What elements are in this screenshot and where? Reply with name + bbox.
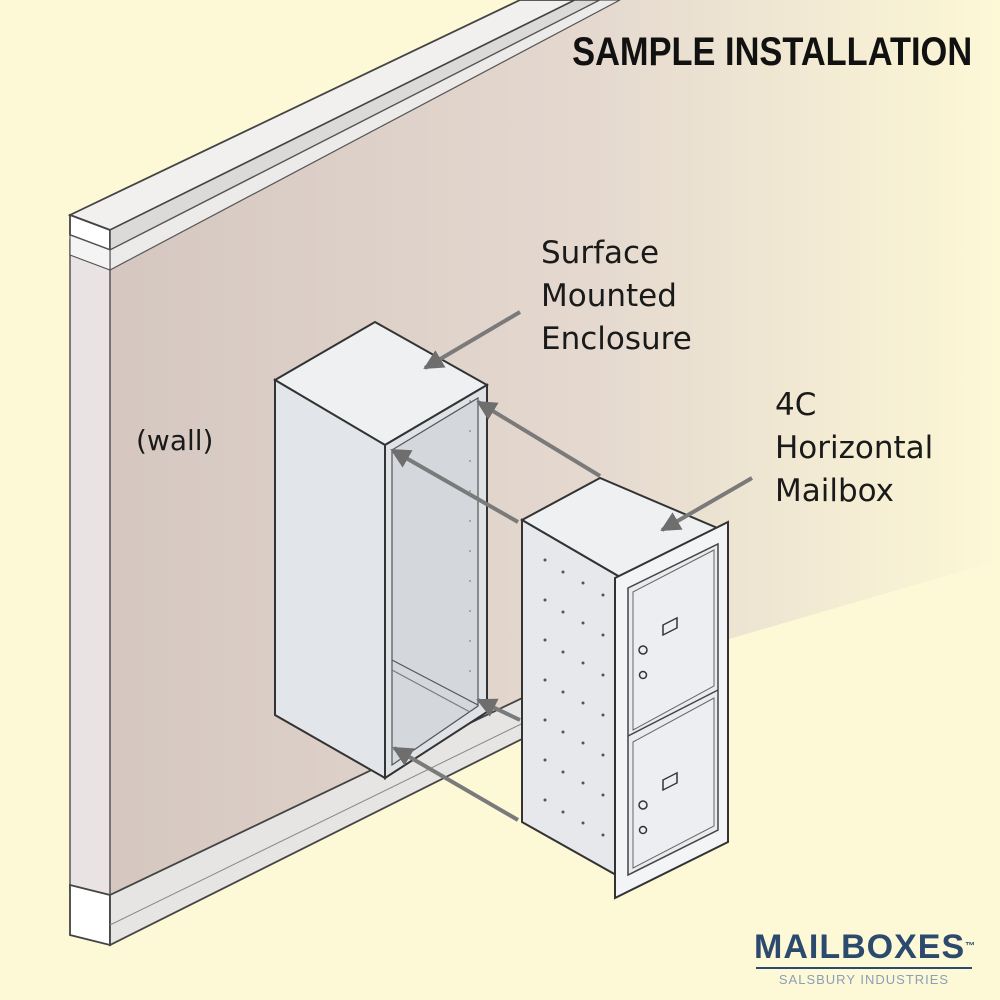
logo-company-name: SALSBURY INDUSTRIES (778, 972, 950, 987)
mailbox-label: 4C Horizontal Mailbox (775, 384, 933, 513)
mailbox-pointer-arrow (660, 476, 754, 532)
arrow-bottom-left (392, 746, 520, 822)
wall-label: (wall) (136, 424, 214, 457)
enclosure-pointer-arrow (423, 310, 522, 370)
arrow-top-right (476, 400, 602, 478)
arrow-bottom-right (476, 698, 521, 722)
logo-brand-text: MAILBOXES (754, 928, 966, 966)
trademark-symbol: ™ (965, 941, 977, 952)
arrow-top-left (390, 448, 519, 524)
enclosure-label-line-1: Surface (541, 235, 660, 271)
enclosure-label: Surface Mounted Enclosure (541, 232, 692, 361)
surface-mounted-enclosure (273, 320, 490, 780)
enclosure-label-line-3: Enclosure (541, 321, 692, 357)
mailbox-label-line-2: Horizontal (775, 430, 934, 466)
logo-brand: MAILBOXES™ (754, 928, 977, 966)
wall-cap-molding (67, 0, 621, 271)
insertion-arrows (390, 400, 602, 822)
enclosure-label-line-2: Mounted (541, 278, 677, 314)
page-title: SAMPLE INSTALLATION (571, 30, 972, 74)
mailbox-label-line-3: Mailbox (775, 473, 895, 509)
company-logo: MAILBOXES™ SALSBURY INDUSTRIES (754, 928, 977, 987)
mailbox-label-line-1: 4C (775, 387, 817, 423)
logo-divider (756, 967, 972, 969)
wall-baseboard (69, 678, 561, 947)
horizontal-mailbox-unit (519, 476, 729, 900)
